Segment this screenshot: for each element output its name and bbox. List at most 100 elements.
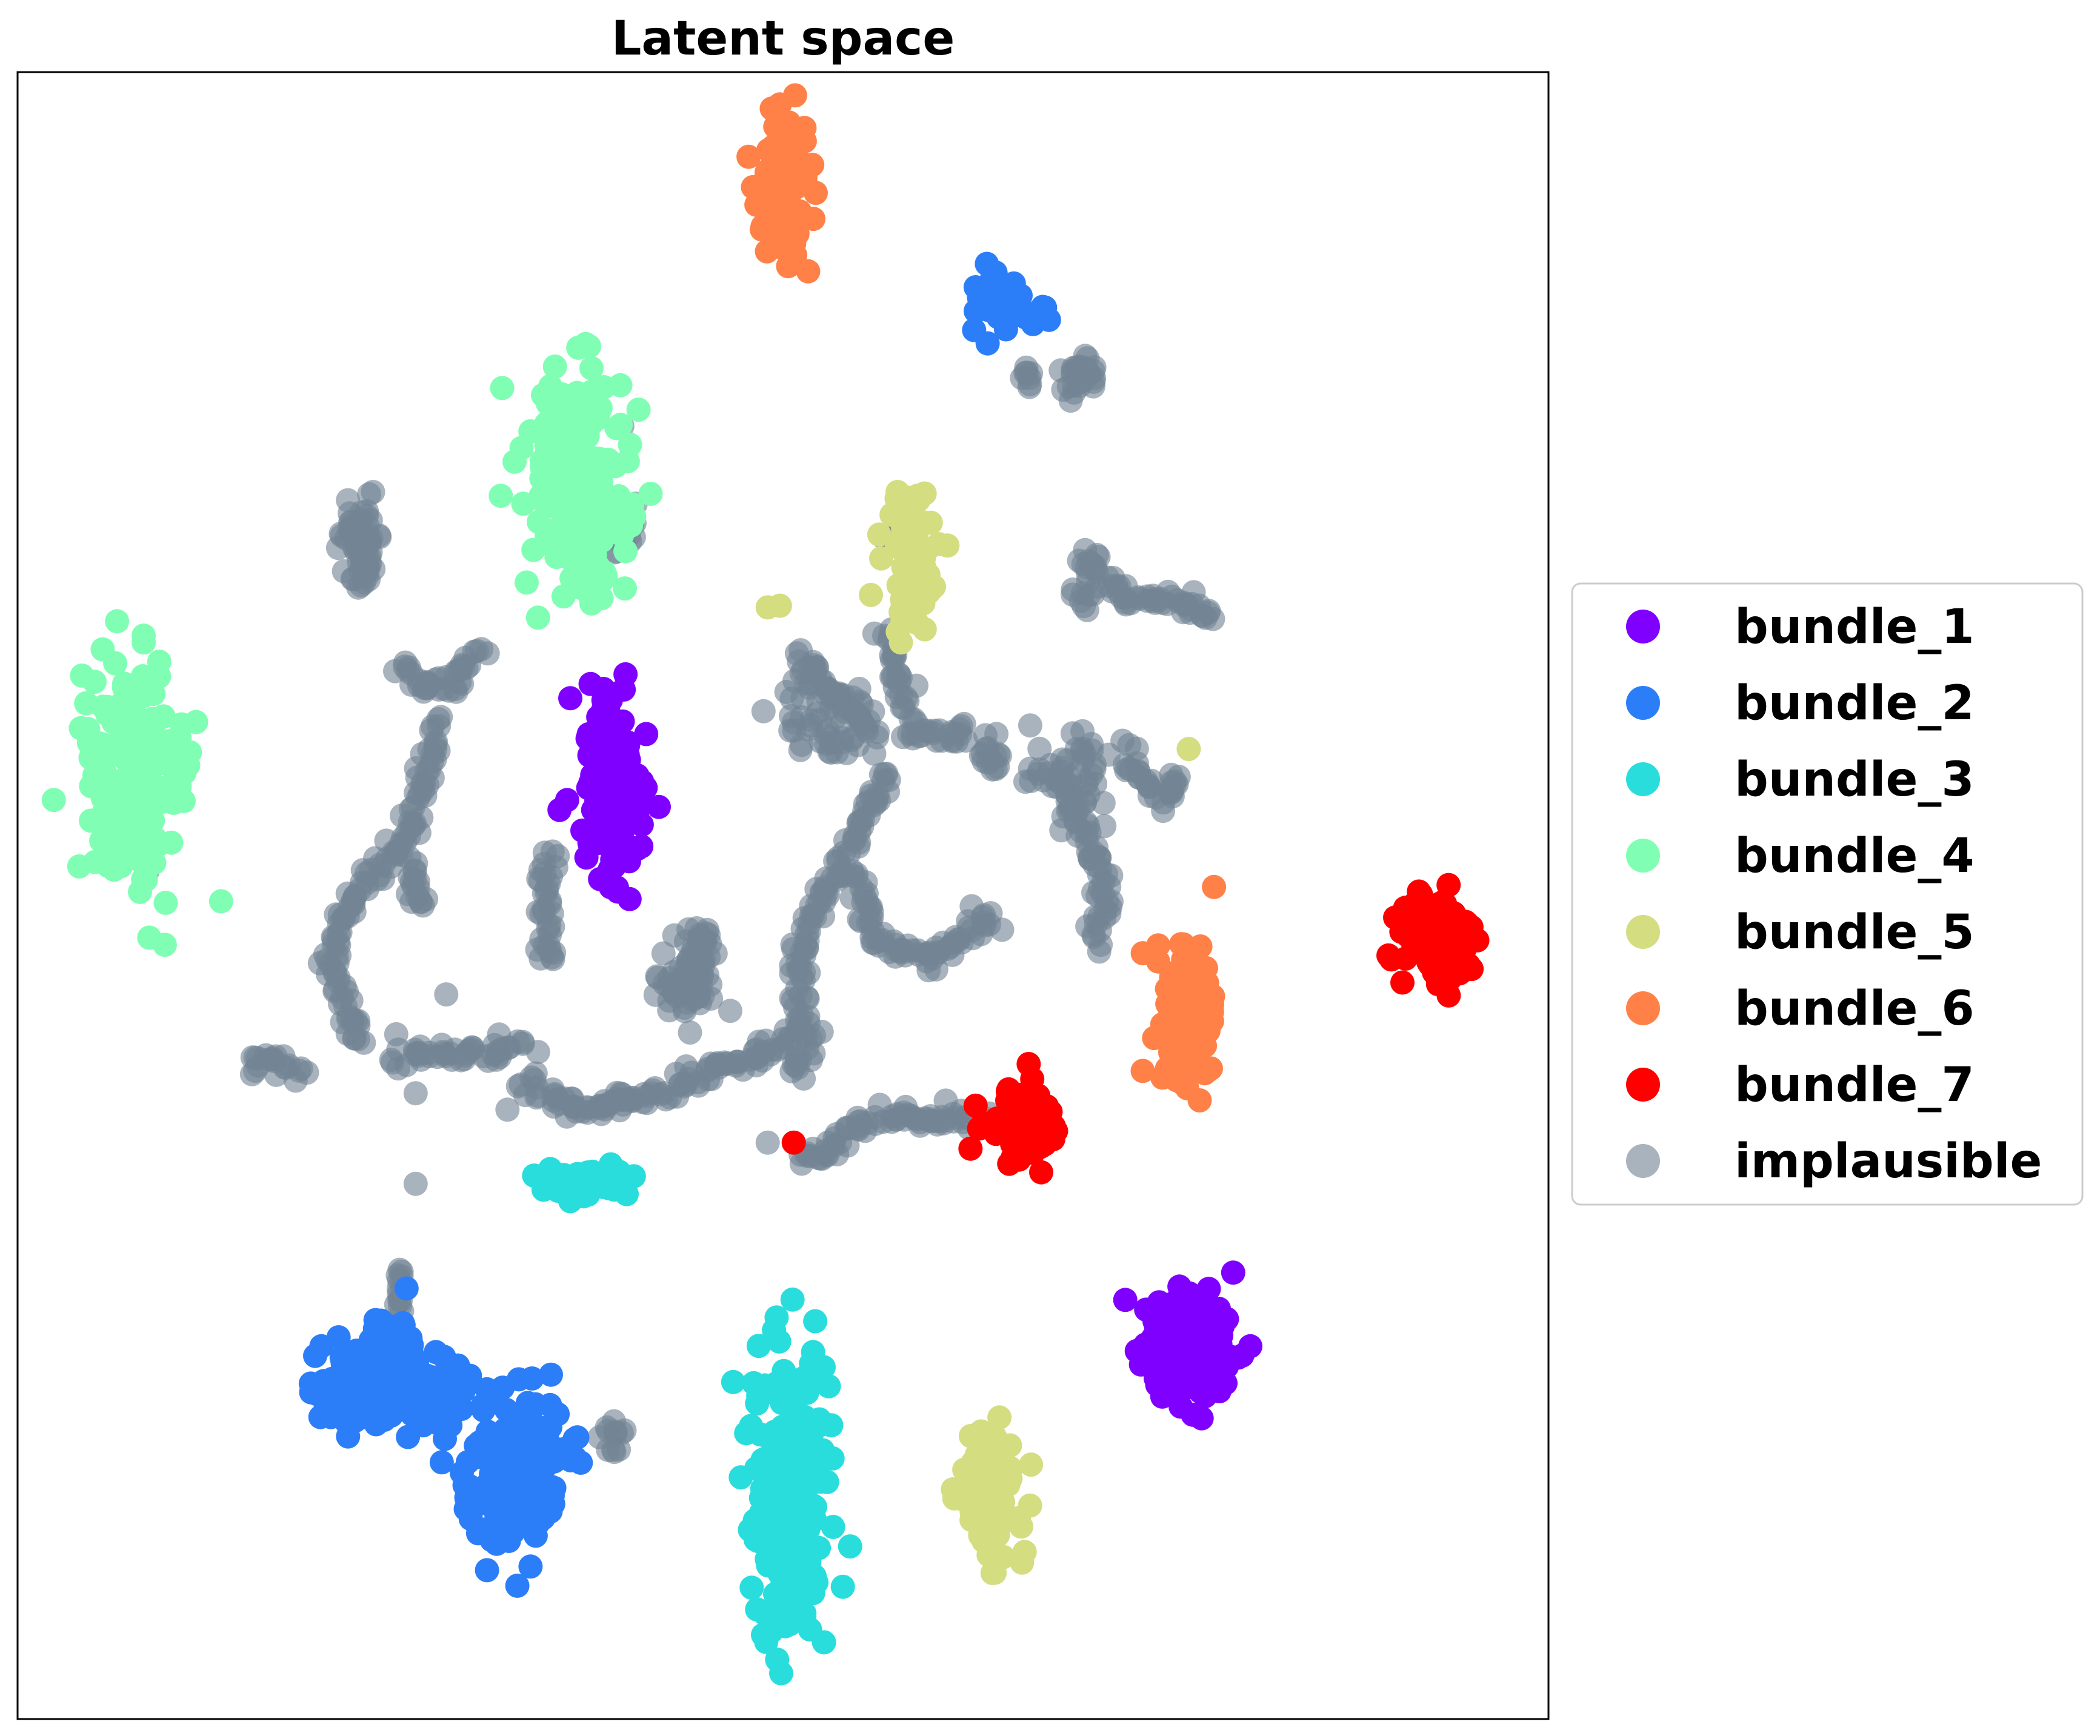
point-bundle_2 [429, 1450, 454, 1475]
point-bundle_4 [127, 682, 152, 707]
point-bundle_4 [577, 334, 602, 359]
point-implausible [336, 488, 361, 513]
point-implausible [953, 728, 978, 753]
legend-label-bundle_4: bundle_4 [1735, 829, 1975, 883]
point-bundle_6 [1142, 1026, 1167, 1051]
point-implausible [358, 508, 383, 533]
point-bundle_4 [571, 554, 596, 579]
point-bundle_1 [1238, 1334, 1262, 1359]
point-bundle_3 [770, 1605, 795, 1630]
point-bundle_1 [598, 857, 622, 882]
point-bundle_4 [105, 609, 130, 634]
point-bundle_5 [767, 593, 792, 618]
point-bundle_5 [891, 555, 916, 580]
point-bundle_5 [998, 1433, 1022, 1458]
point-bundle_4 [515, 570, 539, 595]
point-bundle_2 [1036, 307, 1061, 332]
point-bundle_2 [493, 1486, 518, 1511]
point-bundle_6 [767, 92, 792, 117]
point-implausible [359, 525, 384, 550]
point-bundle_5 [974, 1471, 999, 1495]
legend-item-bundle_4: bundle_4 [1626, 829, 1975, 883]
point-implausible [1067, 373, 1092, 398]
point-bundle_4 [146, 741, 171, 766]
point-bundle_1 [1113, 1288, 1138, 1312]
point-bundle_5 [867, 522, 892, 547]
point-bundle_2 [515, 1414, 539, 1438]
point-bundle_4 [542, 354, 567, 379]
point-bundle_2 [436, 1351, 461, 1375]
point-bundle_3 [780, 1287, 805, 1312]
point-bundle_6 [750, 217, 774, 242]
point-bundle_7 [1426, 957, 1451, 981]
point-implausible [662, 980, 687, 1005]
point-bundle_1 [1189, 1406, 1214, 1431]
point-bundle_7 [1427, 891, 1452, 916]
point-bundle_4 [604, 416, 629, 441]
point-bundle_4 [121, 807, 145, 831]
legend-marker-implausible [1626, 1144, 1660, 1178]
point-bundle_5 [1176, 737, 1201, 762]
point-bundle_4 [619, 513, 644, 538]
point-implausible [384, 1022, 408, 1046]
point-bundle_4 [109, 827, 134, 851]
point-bundle_5 [1019, 1452, 1044, 1477]
point-bundle_2 [333, 1409, 358, 1434]
legend-item-bundle_5: bundle_5 [1626, 905, 1975, 960]
legend-label-bundle_5: bundle_5 [1735, 905, 1975, 960]
point-bundle_2 [518, 1554, 543, 1579]
point-implausible [604, 1421, 628, 1446]
point-bundle_7 [1393, 896, 1418, 920]
legend-marker-bundle_7 [1626, 1068, 1660, 1102]
point-bundle_2 [385, 1314, 410, 1339]
point-bundle_1 [1145, 1372, 1170, 1397]
point-bundle_7 [1007, 1147, 1032, 1172]
point-implausible [676, 917, 701, 942]
point-bundle_4 [613, 576, 637, 601]
point-implausible [678, 1020, 702, 1045]
point-bundle_1 [602, 711, 627, 736]
point-implausible [751, 699, 776, 723]
point-bundle_4 [169, 712, 194, 737]
point-bundle_6 [1171, 932, 1196, 957]
chart-title: Latent space [612, 12, 955, 66]
point-implausible [532, 881, 556, 906]
legend-label-implausible: implausible [1735, 1134, 2042, 1189]
point-bundle_1 [558, 686, 582, 711]
point-bundle_7 [985, 1106, 1010, 1131]
legend-item-bundle_7: bundle_7 [1626, 1058, 1975, 1112]
point-implausible [525, 1040, 550, 1065]
point-bundle_3 [746, 1334, 771, 1359]
legend-label-bundle_1: bundle_1 [1735, 600, 1975, 654]
point-implausible [799, 893, 824, 918]
point-bundle_2 [528, 1473, 553, 1498]
point-implausible [542, 940, 567, 965]
point-bundle_2 [475, 1558, 499, 1583]
legend-label-bundle_2: bundle_2 [1735, 676, 1975, 731]
point-bundle_4 [91, 801, 116, 826]
point-bundle_1 [1172, 1279, 1196, 1304]
point-bundle_3 [754, 1629, 779, 1654]
point-implausible [332, 559, 356, 584]
point-bundle_6 [761, 135, 785, 159]
point-bundle_3 [767, 1561, 792, 1586]
point-bundle_5 [888, 600, 913, 625]
point-bundle_7 [999, 1086, 1024, 1111]
point-implausible [1010, 365, 1035, 390]
point-bundle_7 [1027, 1128, 1052, 1152]
point-bundle_2 [419, 1395, 444, 1420]
point-implausible [475, 641, 500, 666]
point-implausible [1070, 719, 1095, 743]
point-implausible [434, 982, 459, 1007]
point-bundle_5 [970, 1436, 995, 1461]
point-implausible [352, 1030, 376, 1055]
point-bundle_5 [859, 582, 883, 607]
point-bundle_7 [1379, 947, 1404, 972]
point-bundle_4 [548, 493, 573, 517]
point-bundle_1 [1206, 1322, 1231, 1346]
point-bundle_4 [626, 397, 651, 422]
point-bundle_4 [125, 725, 150, 750]
point-implausible [1201, 607, 1225, 631]
point-bundle_3 [728, 1465, 753, 1490]
point-bundle_5 [987, 1405, 1012, 1430]
